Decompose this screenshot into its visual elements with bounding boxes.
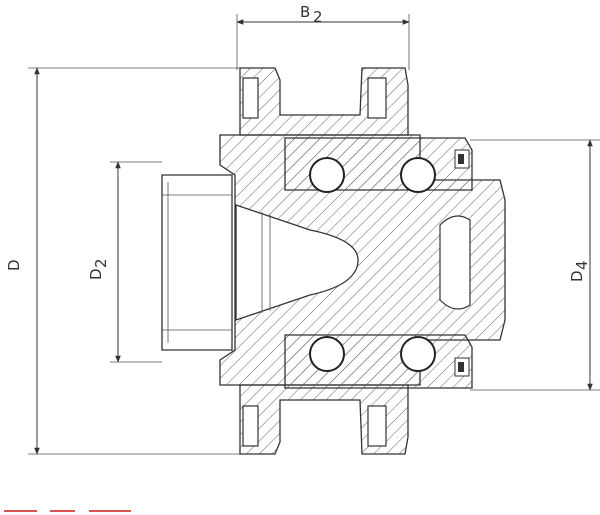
d4-label: D: [568, 270, 586, 282]
dimension-d: D: [5, 67, 40, 455]
bottom-marker-3: [89, 510, 131, 512]
ball: [309, 336, 345, 372]
bottom-marker-2: [50, 510, 75, 512]
dimension-b2: B 2: [236, 3, 410, 26]
ball: [400, 157, 436, 193]
b2-subscript: 2: [313, 8, 323, 26]
ball-row-lower: [309, 336, 436, 372]
ball-row-upper: [309, 157, 436, 193]
d-label: D: [5, 259, 23, 271]
dimension-d4: D 4: [568, 139, 593, 391]
dimension-d2: D 2: [87, 161, 121, 363]
bottom-marker-1: [4, 510, 37, 512]
d2-subscript: 2: [92, 258, 110, 268]
hub-body: [219, 67, 506, 455]
d2-label: D: [87, 268, 105, 280]
d4-subscript: 4: [573, 260, 591, 270]
spline-end: [439, 215, 471, 310]
ball: [400, 336, 436, 372]
pilot-spigot: [161, 174, 233, 351]
ball: [309, 157, 345, 193]
seals: [454, 149, 470, 377]
inner-bore: [235, 204, 359, 321]
b2-label: B: [300, 3, 310, 21]
